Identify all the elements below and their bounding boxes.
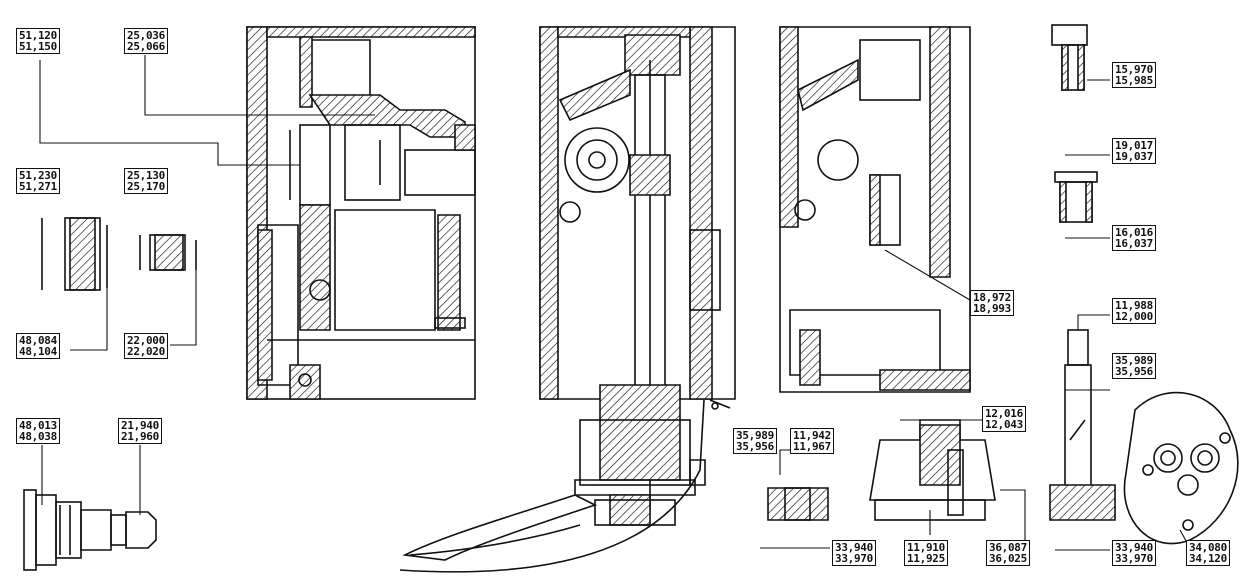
- dim-bottom-value: 51,271: [19, 180, 57, 193]
- dim-box: 35,989 35,956: [733, 428, 777, 454]
- dim-bottom-value: 21,960: [121, 430, 159, 443]
- dim-bottom-value: 25,170: [127, 180, 165, 193]
- dim-bottom-value: 12,043: [985, 418, 1023, 431]
- dim-top-value: 11,942: [793, 429, 831, 442]
- dim-top-value: 34,080: [1189, 541, 1227, 554]
- dim-box: 35,989 35,956: [1112, 353, 1156, 379]
- pump-shaft: [1049, 329, 1116, 521]
- dim-top-value: 51,120: [19, 29, 57, 42]
- dim-top-value: 16,016: [1115, 226, 1153, 239]
- dim-top-value: 19,017: [1115, 139, 1153, 152]
- pump-body: [869, 419, 996, 521]
- block-section-left: [246, 26, 476, 400]
- dim-bottom-value: 36,025: [989, 552, 1027, 565]
- dim-bottom-value: 35,956: [736, 440, 774, 453]
- dim-bottom-value: 33,970: [835, 552, 873, 565]
- dim-box: 25,036 25,066: [124, 28, 168, 54]
- dim-top-value: 15,970: [1115, 63, 1153, 76]
- block-section-right: [779, 26, 971, 393]
- dim-bottom-value: 11,967: [793, 440, 831, 453]
- dim-top-value: 51,230: [19, 169, 57, 182]
- dim-bottom-value: 18,993: [973, 302, 1011, 315]
- dim-top-value: 22,000: [127, 334, 165, 347]
- dim-box: 51,230 51,271: [16, 168, 60, 194]
- dim-bottom-value: 22,020: [127, 345, 165, 358]
- dim-box: 15,970 15,985: [1112, 62, 1156, 88]
- dim-box: 21,940 21,960: [118, 418, 162, 444]
- dim-box: 51,120 51,150: [16, 28, 60, 54]
- camshaft-end: [23, 489, 157, 571]
- dim-top-value: 33,940: [1115, 541, 1153, 554]
- dim-bottom-value: 15,985: [1115, 74, 1153, 87]
- dim-box: 19,017 19,037: [1112, 138, 1156, 164]
- dim-box: 11,988 12,000: [1112, 298, 1156, 324]
- dim-box: 18,972 18,993: [970, 290, 1014, 316]
- dim-top-value: 48,084: [19, 334, 57, 347]
- dim-bottom-value: 19,037: [1115, 150, 1153, 163]
- dim-box: 33,940 33,970: [1112, 540, 1156, 566]
- dim-top-value: 11,910: [907, 541, 945, 554]
- dim-box: 33,940 33,970: [832, 540, 876, 566]
- dim-box: 11,942 11,967: [790, 428, 834, 454]
- bushing-right: [1054, 171, 1098, 223]
- dim-box: 25,130 25,170: [124, 168, 168, 194]
- dim-top-value: 21,940: [121, 419, 159, 432]
- bushing-small: [139, 234, 197, 271]
- dim-top-value: 25,130: [127, 169, 165, 182]
- dim-bottom-value: 25,066: [127, 40, 165, 53]
- dim-box: 16,016 16,037: [1112, 225, 1156, 251]
- dim-bottom-value: 35,956: [1115, 365, 1153, 378]
- dim-bottom-value: 12,000: [1115, 310, 1153, 323]
- dim-bottom-value: 33,970: [1115, 552, 1153, 565]
- dim-bottom-value: 34,120: [1189, 552, 1227, 565]
- dim-top-value: 35,989: [736, 429, 774, 442]
- leader-lines: [39, 55, 1191, 551]
- dim-top-value: 35,989: [1115, 354, 1153, 367]
- block-section-middle: [399, 26, 736, 573]
- dim-top-value: 33,940: [835, 541, 873, 554]
- dim-box: 22,000 22,020: [124, 333, 168, 359]
- dim-top-value: 12,016: [985, 407, 1023, 420]
- pump-cover: [1123, 391, 1239, 545]
- dim-bottom-value: 48,038: [19, 430, 57, 443]
- dim-top-value: 25,036: [127, 29, 165, 42]
- dim-bottom-value: 11,925: [907, 552, 945, 565]
- bushing-large: [41, 217, 108, 291]
- dim-top-value: 11,988: [1115, 299, 1153, 312]
- dim-box: 34,080 34,120: [1186, 540, 1230, 566]
- plug-top: [1051, 24, 1088, 91]
- dim-box: 48,084 48,104: [16, 333, 60, 359]
- dim-top-value: 36,087: [989, 541, 1027, 554]
- dim-top-value: 18,972: [973, 291, 1011, 304]
- dim-bottom-value: 48,104: [19, 345, 57, 358]
- dim-box: 12,016 12,043: [982, 406, 1026, 432]
- dim-top-value: 48,013: [19, 419, 57, 432]
- dim-bottom-value: 51,150: [19, 40, 57, 53]
- dim-bottom-value: 16,037: [1115, 237, 1153, 250]
- dim-box: 11,910 11,925: [904, 540, 948, 566]
- dim-box: 48,013 48,038: [16, 418, 60, 444]
- dim-box: 36,087 36,025: [986, 540, 1030, 566]
- gear-spacer: [767, 487, 829, 521]
